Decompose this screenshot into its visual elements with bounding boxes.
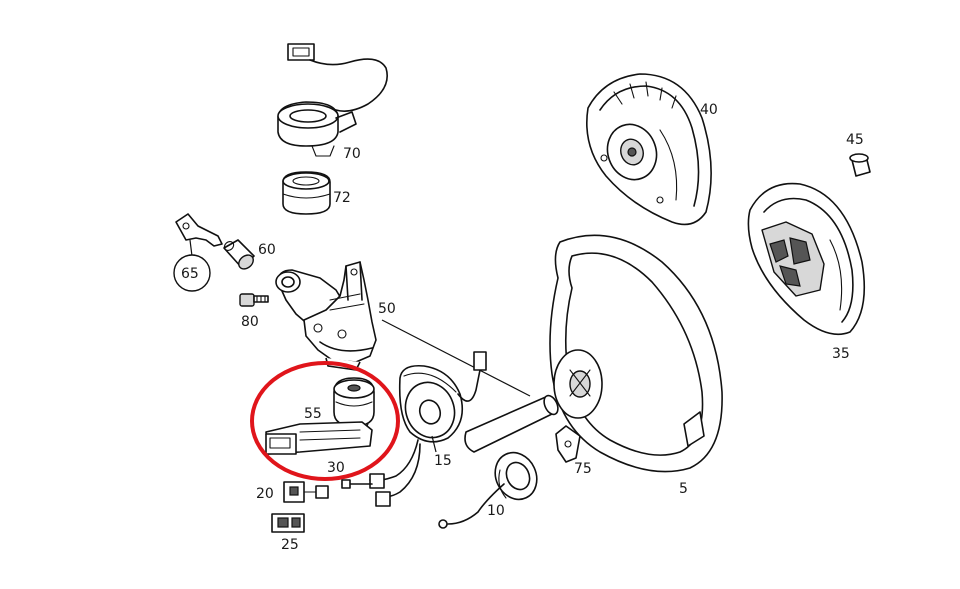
label-35: 35 xyxy=(832,346,850,362)
label-5: 5 xyxy=(679,481,688,497)
part-35-cover-cap xyxy=(747,182,866,336)
label-75: 75 xyxy=(574,461,592,477)
label-55: 55 xyxy=(304,406,322,422)
callout-circle-65 xyxy=(173,254,211,292)
label-25: 25 xyxy=(281,537,299,553)
label-20: 20 xyxy=(256,486,274,502)
part-70-ignition-ring xyxy=(277,43,388,157)
label-50: 50 xyxy=(378,301,396,317)
part-80-screw xyxy=(239,293,269,307)
part-10-slip-ring xyxy=(438,451,538,529)
part-15-clock-spring xyxy=(341,351,487,507)
label-72: 72 xyxy=(333,190,351,206)
label-30: 30 xyxy=(327,460,345,476)
part-65-key xyxy=(175,213,223,257)
part-5-steering-wheel xyxy=(549,234,723,473)
part-20-connector xyxy=(283,481,329,503)
label-10: 10 xyxy=(487,503,505,519)
part-72-sleeve xyxy=(282,171,331,215)
highlight-ring xyxy=(250,361,400,481)
part-60-lock-cylinder xyxy=(223,239,255,270)
label-80: 80 xyxy=(241,314,259,330)
label-45: 45 xyxy=(846,132,864,148)
steering-column-shaft xyxy=(464,394,559,453)
label-15: 15 xyxy=(434,453,452,469)
label-60: 60 xyxy=(258,242,276,258)
part-25-connector xyxy=(271,513,305,533)
label-70: 70 xyxy=(343,146,361,162)
part-75-clip xyxy=(555,425,581,463)
label-65: 65 xyxy=(181,266,199,282)
label-40: 40 xyxy=(700,102,718,118)
part-45-bushing xyxy=(849,153,871,177)
part-30-wiring-module xyxy=(265,421,373,455)
part-40-airbag-unit xyxy=(586,73,712,226)
part-55-ignition-coil xyxy=(333,377,375,433)
